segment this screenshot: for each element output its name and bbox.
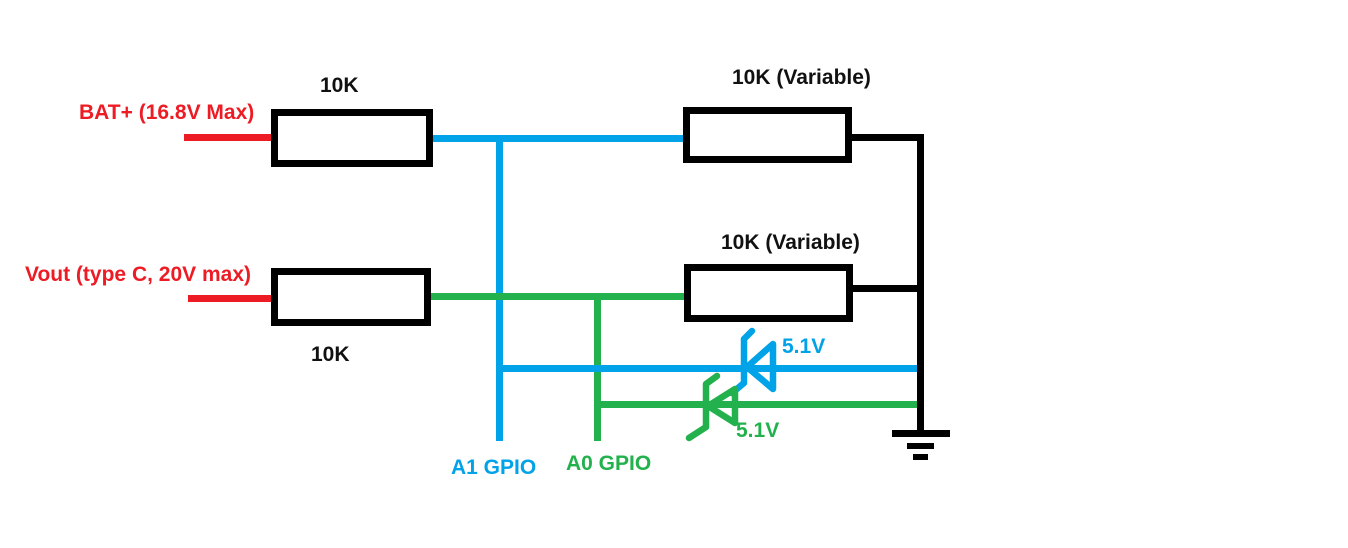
gpio-a0-label: A0 GPIO [566, 452, 652, 475]
wire-vout-input [188, 295, 272, 302]
wire-green-zener-branch [594, 401, 924, 408]
resistor-variable-bat-label: 10K (Variable) [732, 66, 871, 89]
bat-input-label: BAT+ (16.8V Max) [79, 101, 255, 124]
ground-icon-bar2 [907, 443, 934, 449]
ground-icon-bar3 [913, 454, 928, 460]
wire-a1-vertical [496, 135, 503, 441]
resistor-10k-bat [271, 109, 433, 167]
ground-icon-bar1 [892, 430, 950, 437]
wire-blue-zener-branch [496, 365, 924, 372]
wire-vout-divider [431, 293, 684, 300]
resistor-variable-vout-label: 10K (Variable) [721, 231, 860, 254]
wire-ground-rail [917, 134, 924, 434]
resistor-10k-variable-vout [684, 264, 853, 322]
resistor-10k-variable-bat [683, 107, 852, 163]
zener-anode-triangle [704, 385, 739, 427]
resistor-10k-vout-label: 10K [311, 343, 350, 366]
wire-r4-to-ground-rail [853, 285, 924, 292]
zener-diode-green-icon [685, 372, 739, 442]
zener-anode-triangle [743, 340, 777, 393]
vout-input-label: Vout (type C, 20V max) [25, 263, 251, 286]
resistor-10k-bat-label: 10K [320, 74, 359, 97]
wire-bat-divider [433, 135, 684, 142]
wire-bat-input [184, 134, 272, 141]
zener-blue-voltage-label: 5.1V [782, 335, 826, 358]
resistor-10k-vout [271, 268, 431, 326]
zener-green-voltage-label: 5.1V [736, 419, 780, 442]
wire-r2-to-ground-rail [852, 134, 924, 141]
gpio-a1-label: A1 GPIO [451, 456, 537, 479]
